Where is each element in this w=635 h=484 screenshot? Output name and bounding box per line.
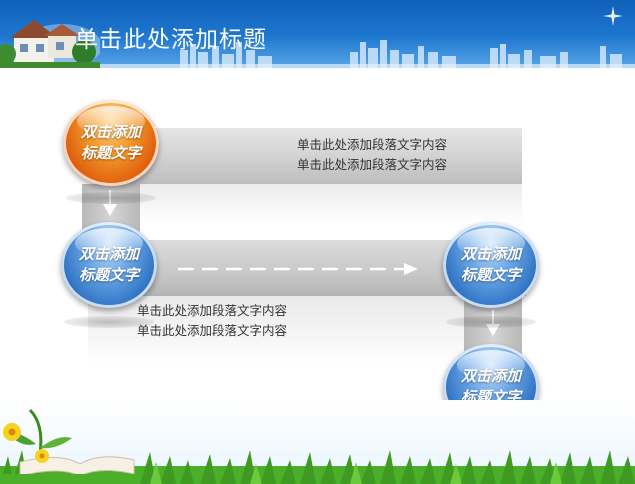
- node-shadow: [64, 316, 154, 328]
- node-2-line1: 双击添加: [78, 245, 139, 263]
- flower-icon: [3, 423, 49, 463]
- house-icon: [0, 20, 100, 68]
- city-skyline-icon: [0, 40, 635, 68]
- paragraph-middle-line2: 单击此处添加段落文字内容: [137, 323, 288, 338]
- header-banner: 单击此处添加标题: [0, 0, 635, 68]
- node-2-title-circle[interactable]: 双击添加 标题文字: [61, 222, 157, 308]
- node-2-line2: 标题文字: [78, 266, 139, 284]
- node-3-title-circle[interactable]: 双击添加 标题文字: [443, 222, 539, 308]
- connector-fade-top: [100, 184, 522, 224]
- down-arrow-icon: [486, 310, 500, 336]
- node-3-line2: 标题文字: [460, 266, 521, 284]
- paragraph-top-line2: 单击此处添加段落文字内容: [297, 157, 448, 172]
- dashed-right-arrow-icon: [178, 263, 418, 275]
- open-book-icon: [0, 408, 140, 484]
- down-arrow-icon: [103, 190, 117, 216]
- node-1-line2: 标题文字: [80, 144, 141, 162]
- paragraph-top-line1: 单击此处添加段落文字内容: [297, 137, 448, 152]
- paragraph-middle-line1: 单击此处添加段落文字内容: [137, 303, 288, 318]
- grass-icon: [0, 400, 635, 484]
- node-shadow: [66, 192, 156, 204]
- page-title: 单击此处添加标题: [75, 27, 267, 53]
- node-3-line1: 双击添加: [460, 245, 521, 263]
- connector-fade-middle: [88, 296, 464, 366]
- paragraph-middle[interactable]: 单击此处添加段落文字内容 单击此处添加段落文字内容: [137, 301, 287, 341]
- connector-band-top: [100, 128, 522, 184]
- node-4-line1: 双击添加: [460, 367, 521, 385]
- node-1-title-circle[interactable]: 双击添加 标题文字: [63, 100, 159, 186]
- sparkle-icon: [603, 6, 623, 26]
- node-shadow: [446, 316, 536, 328]
- node-1-line1: 双击添加: [80, 123, 141, 141]
- paragraph-top[interactable]: 单击此处添加段落文字内容 单击此处添加段落文字内容: [297, 135, 447, 175]
